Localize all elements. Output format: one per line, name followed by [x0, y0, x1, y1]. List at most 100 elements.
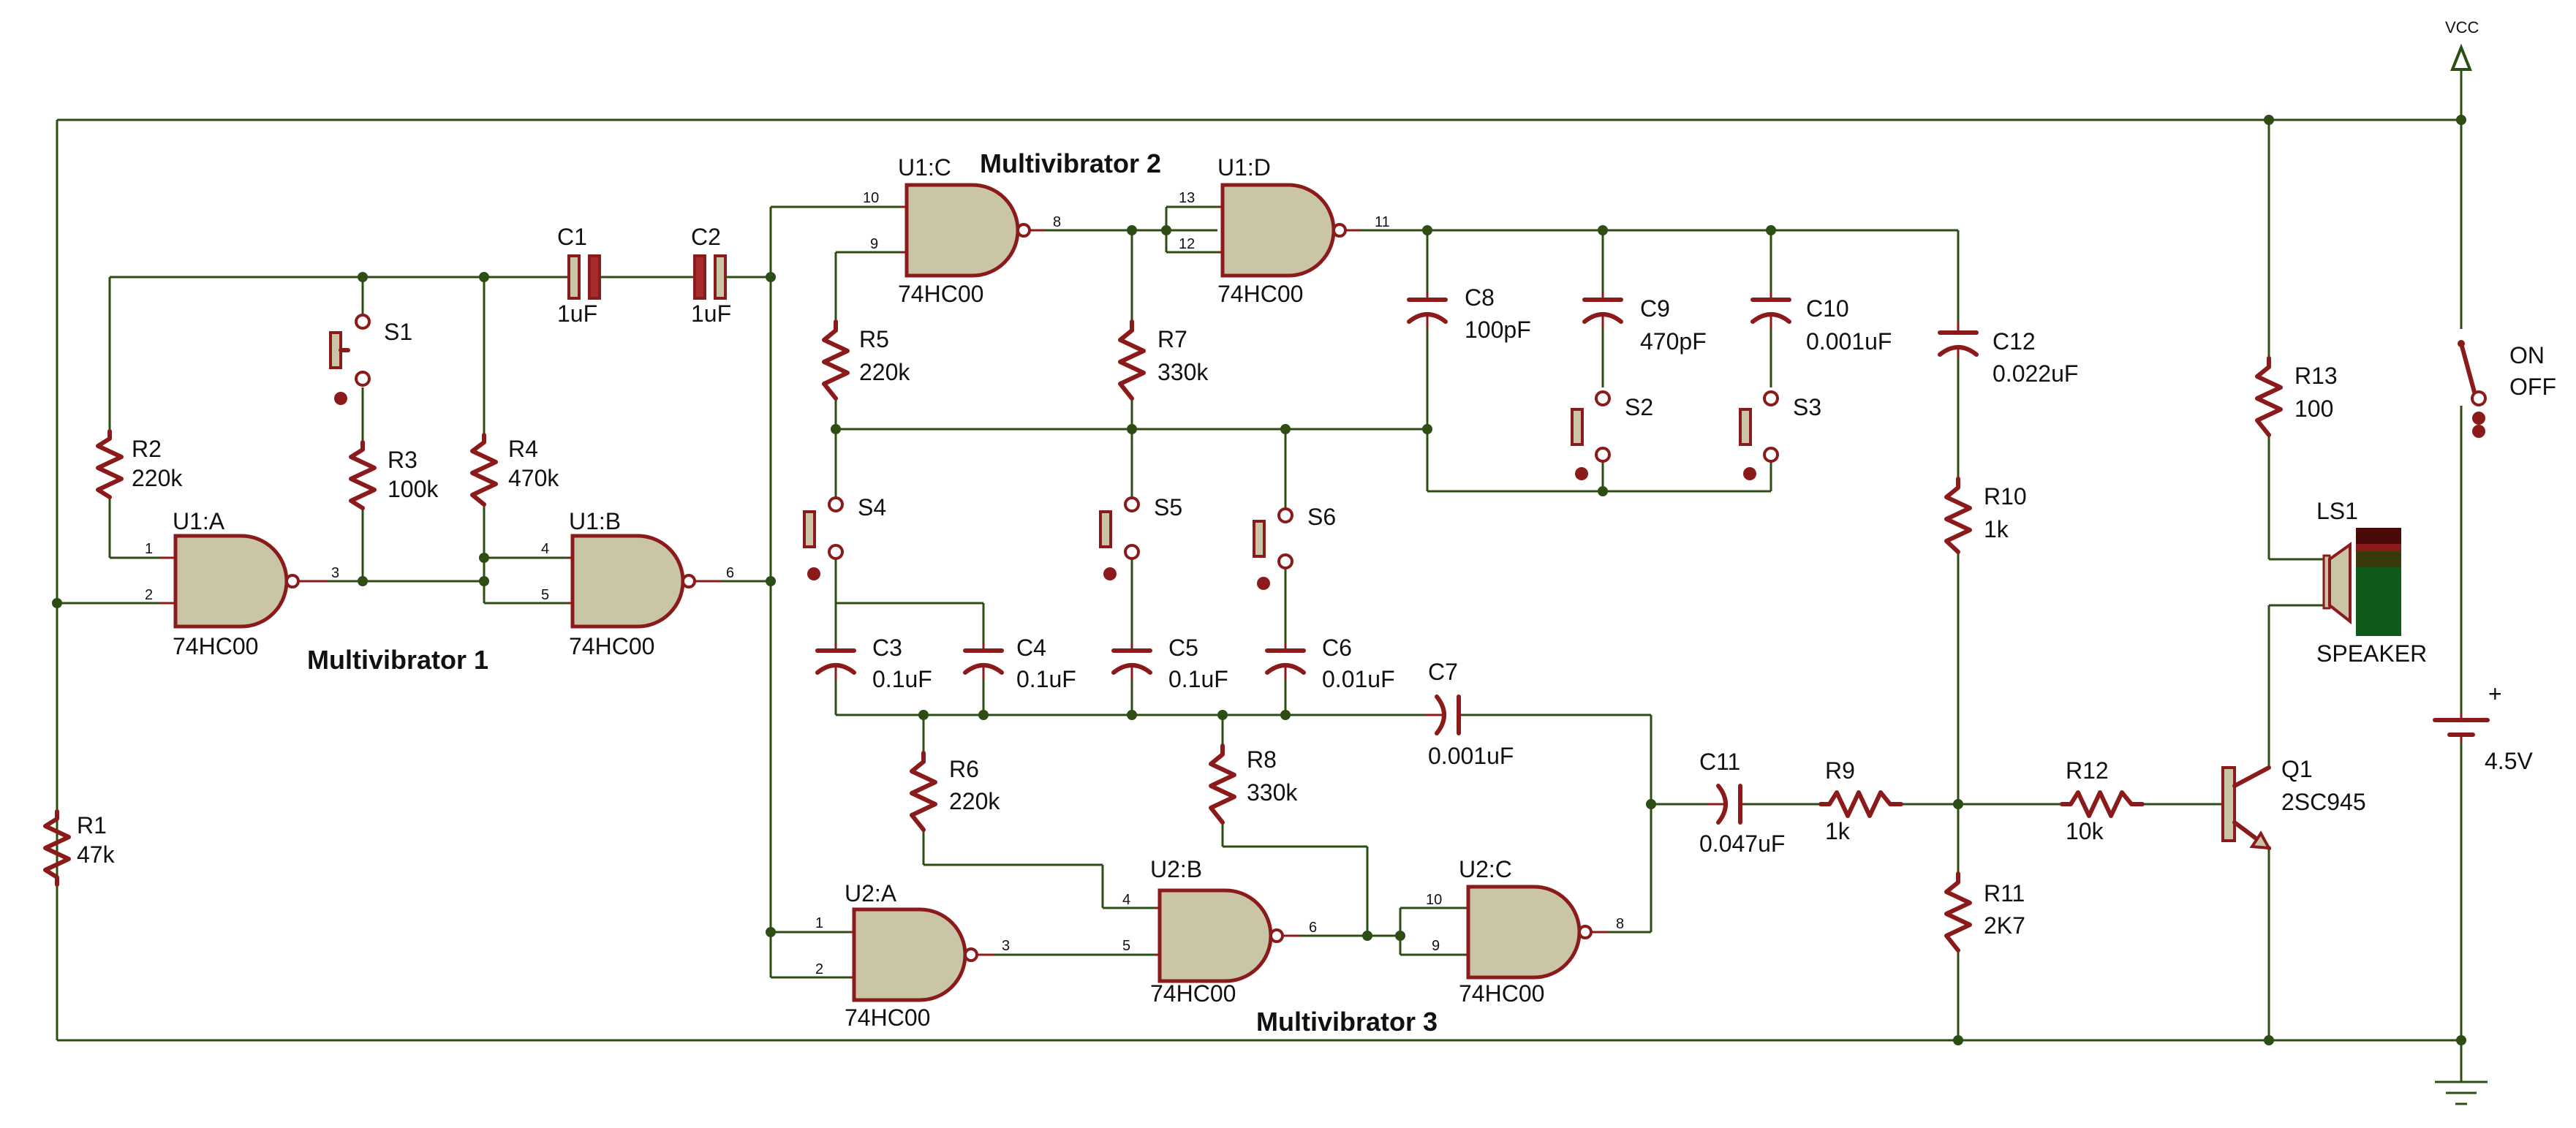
c8-ref: C8: [1465, 284, 1495, 311]
u2b-ref: U2:B: [1150, 856, 1202, 882]
u1a-part: 74HC00: [173, 633, 258, 659]
r2-value: 220k: [132, 465, 183, 491]
c10-symbol: [1750, 292, 1791, 329]
c9-ref: C9: [1640, 295, 1670, 322]
u2c-pin: 8: [1616, 916, 1624, 932]
junction-dots: [52, 115, 2466, 1045]
s1-ref: S1: [384, 319, 412, 345]
mv1-title: Multivibrator 1: [307, 645, 488, 675]
c8-value: 100pF: [1465, 317, 1531, 343]
r8-value: 330k: [1247, 779, 1298, 806]
ls1-ref: LS1: [2316, 498, 2358, 524]
u2b-pin: 6: [1309, 920, 1317, 936]
c7-value: 0.001uF: [1428, 743, 1514, 769]
r10-zigzag: [1944, 477, 1972, 554]
r12-value: 10k: [2066, 818, 2104, 844]
q1-transistor: [2221, 765, 2272, 850]
c9-value: 470pF: [1640, 328, 1707, 355]
c4-value: 0.1uF: [1016, 666, 1076, 692]
s6-symbol: [1253, 507, 1293, 590]
u2a-pin: 3: [1002, 938, 1010, 954]
u1b-gate: [567, 534, 722, 629]
u2a-pin: 1: [815, 915, 823, 931]
c4-symbol: [963, 643, 1004, 680]
c2-symbol: [693, 254, 734, 300]
u2a-part: 74HC00: [845, 1004, 930, 1031]
r5-zigzag: [822, 319, 850, 401]
r4-value: 470k: [508, 465, 559, 491]
c6-ref: C6: [1322, 635, 1352, 661]
c9-symbol: [1582, 292, 1623, 329]
c3-value: 0.1uF: [872, 666, 932, 692]
c5-ref: C5: [1168, 635, 1198, 661]
c5-value: 0.1uF: [1168, 666, 1228, 692]
c3-symbol: [815, 643, 856, 680]
c3-ref: C3: [872, 635, 902, 661]
u2b-pin: 4: [1122, 892, 1130, 908]
u2c-ref: U2:C: [1459, 856, 1512, 882]
u1b-pin: 4: [541, 541, 549, 557]
r1-value: 47k: [77, 841, 116, 868]
nand-gates: [159, 183, 1609, 1002]
r9-value: 1k: [1825, 818, 1851, 844]
u2c-part: 74HC00: [1459, 980, 1544, 1007]
u1c-pin: 10: [863, 190, 879, 206]
c11-ref: C11: [1699, 749, 1740, 775]
capacitor-symbols: [567, 254, 1979, 825]
u2a-gate: [850, 907, 994, 1002]
u1c-pin: 9: [870, 236, 878, 252]
c12-ref: C12: [1993, 328, 2036, 355]
s2-ref: S2: [1625, 394, 1653, 420]
r11-value: 2K7: [1984, 912, 2025, 939]
r10-value: 1k: [1984, 516, 2009, 542]
r3-zigzag: [349, 440, 377, 510]
c1-ref: C1: [557, 224, 587, 250]
r6-zigzag: [910, 751, 937, 832]
c10-ref: C10: [1806, 295, 1849, 322]
u1d-ref: U1:D: [1217, 154, 1271, 181]
c11-symbol: [1707, 784, 1744, 825]
u1c-part: 74HC00: [898, 281, 983, 307]
u1c-pin: 8: [1053, 214, 1061, 230]
c2-value: 1uF: [691, 300, 731, 327]
r13-value: 100: [2294, 395, 2333, 422]
c7-ref: C7: [1428, 659, 1458, 685]
q1-ref: Q1: [2281, 756, 2313, 782]
c2-ref: C2: [691, 224, 721, 250]
vcc-arrow-icon: [2450, 43, 2472, 71]
s3-ref: S3: [1793, 394, 1821, 420]
r2-zigzag: [96, 429, 124, 499]
r8-ref: R8: [1247, 746, 1277, 773]
c7-symbol: [1426, 694, 1462, 735]
c6-value: 0.01uF: [1322, 666, 1395, 692]
s5-ref: S5: [1154, 494, 1182, 521]
r3-value: 100k: [388, 476, 439, 502]
ls1-part: SPEAKER: [2316, 640, 2427, 667]
s3-symbol: [1739, 390, 1779, 480]
c1-value: 1uF: [557, 300, 597, 327]
r1-zigzag: [43, 809, 71, 887]
c4-ref: C4: [1016, 635, 1046, 661]
s6-ref: S6: [1307, 504, 1336, 530]
u1a-pin: 3: [331, 565, 339, 581]
r8-zigzag: [1209, 743, 1236, 825]
push-switches: [329, 314, 1779, 590]
mv3-title: Multivibrator 3: [1256, 1007, 1438, 1037]
switch-on-label: ON: [2509, 342, 2545, 368]
r7-ref: R7: [1157, 326, 1187, 352]
c12-symbol: [1938, 322, 1979, 358]
u1d-pin: 12: [1179, 236, 1195, 252]
q1-part: 2SC945: [2281, 789, 2366, 815]
u1b-ref: U1:B: [569, 508, 621, 534]
r3-ref: R3: [388, 447, 418, 473]
r10-ref: R10: [1984, 483, 2027, 510]
u1a-pin: 1: [145, 541, 153, 557]
ground-icon: [2435, 1080, 2488, 1105]
u2c-pin: 9: [1432, 938, 1440, 954]
u2c-gate: [1465, 885, 1609, 980]
u1a-gate: [159, 534, 328, 629]
mv2-title: Multivibrator 2: [980, 148, 1161, 178]
c1-symbol: [567, 254, 601, 300]
u1d-part: 74HC00: [1217, 281, 1303, 307]
r9-ref: R9: [1825, 757, 1855, 784]
